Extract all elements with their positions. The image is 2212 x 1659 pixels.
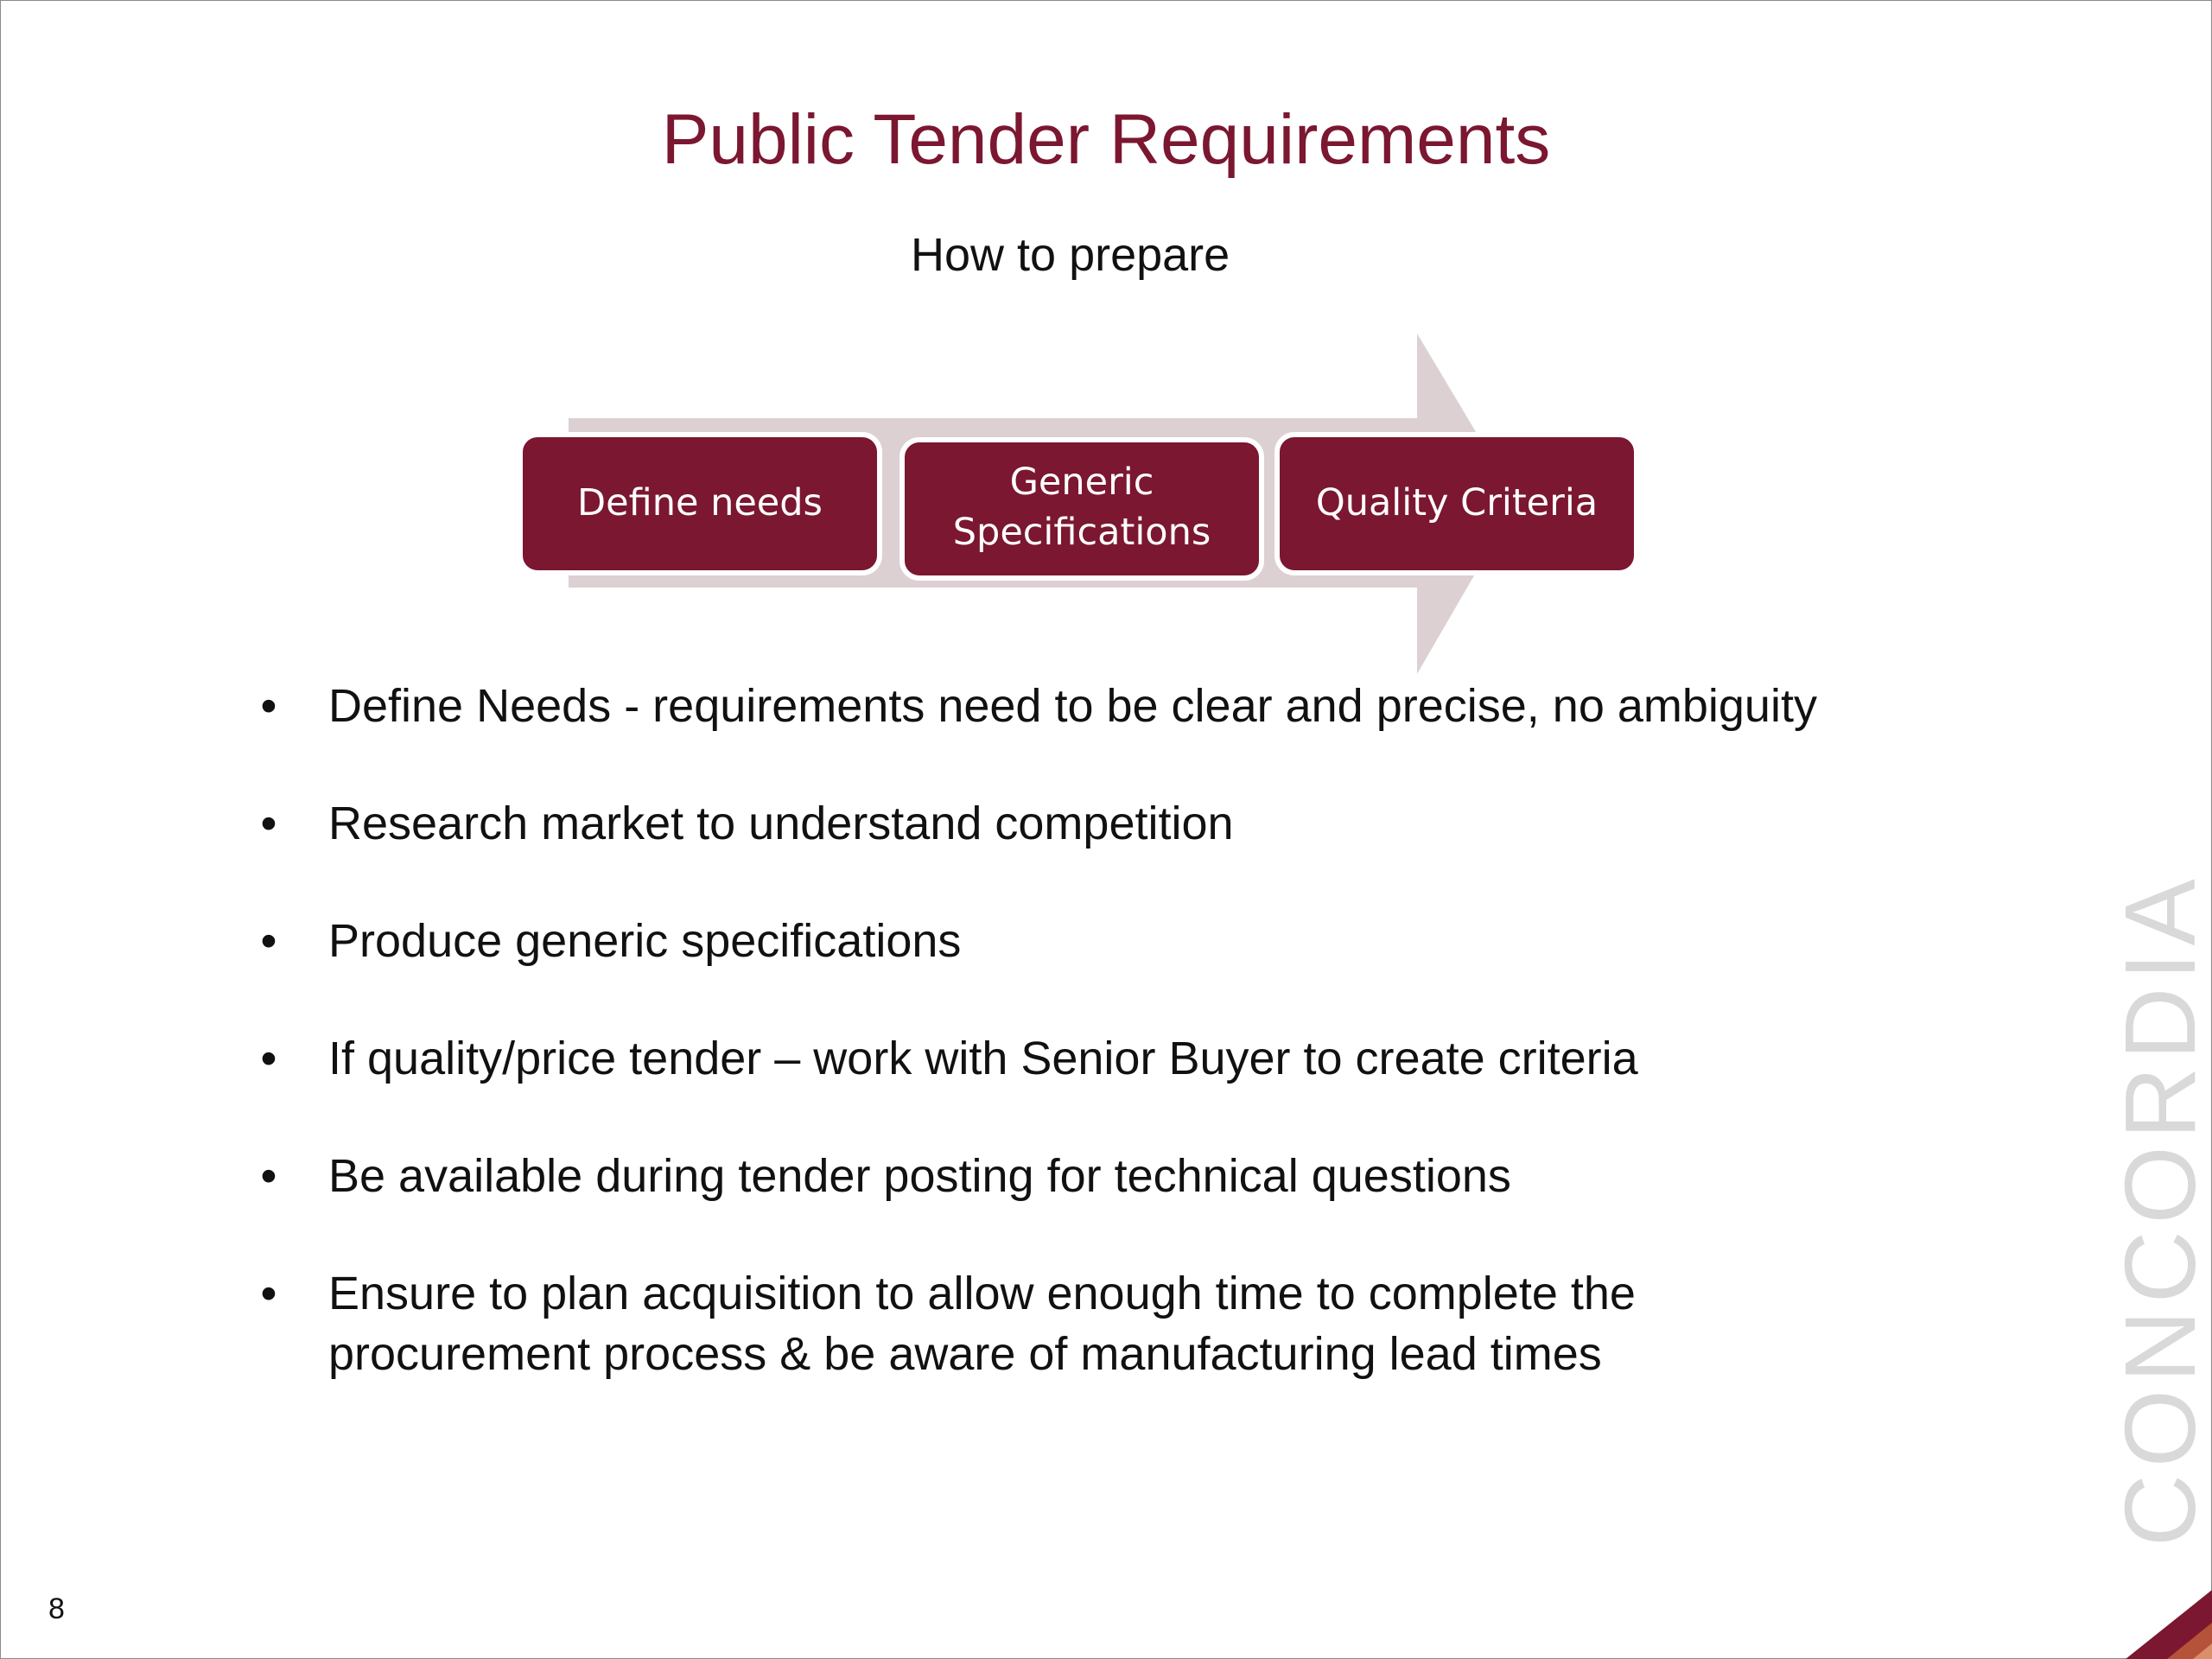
process-step-label: Quality Criteria — [1316, 481, 1598, 524]
bullet-text: Define Needs - requirements need to be c… — [328, 680, 1817, 732]
bullet-text: If quality/price tender – work with Seni… — [328, 1033, 1638, 1084]
process-step-label: Generic — [1010, 461, 1154, 504]
process-step-define-needs[interactable]: Define needs — [518, 432, 882, 575]
bullet-text: Produce generic specifications — [328, 915, 962, 967]
page-number: 8 — [48, 1592, 65, 1625]
bullet-marker: • — [260, 798, 277, 849]
process-step-label: Define needs — [577, 481, 823, 524]
bullet-item: • Be available during tender posting for… — [256, 1146, 1984, 1206]
process-step-label: Specifications — [953, 511, 1211, 554]
bullet-text: Be available during tender posting for t… — [328, 1150, 1511, 1202]
bullet-item: • Ensure to plan acquisition to allow en… — [256, 1263, 1984, 1384]
process-step-generic-specifications[interactable]: Generic Specifications — [899, 437, 1264, 581]
brand-watermark: CONCORDIA — [2104, 872, 2212, 1547]
bullet-text: Ensure to plan acquisition to allow enou… — [328, 1268, 1636, 1319]
bullet-item: • Define Needs - requirements need to be… — [256, 676, 1984, 736]
bullet-marker: • — [260, 1268, 277, 1319]
slide-title: Public Tender Requirements — [661, 100, 1551, 179]
bullet-marker: • — [260, 1033, 277, 1084]
bullet-item: • Produce generic specifications — [256, 911, 1984, 971]
bullet-marker: • — [260, 915, 277, 967]
bullet-item: • Research market to understand competit… — [256, 793, 1984, 854]
slide-subtitle: How to prepare — [911, 229, 1230, 281]
bullet-marker: • — [260, 1150, 277, 1202]
bullet-text: Research market to understand competitio… — [328, 798, 1234, 849]
corner-decoration — [2126, 1590, 2212, 1659]
bullet-text-continued: procurement process & be aware of manufa… — [328, 1328, 1602, 1380]
process-step-quality-criteria[interactable]: Quality Criteria — [1274, 432, 1639, 575]
bullet-list: • Define Needs - requirements need to be… — [256, 676, 1984, 1441]
bullet-item: • If quality/price tender – work with Se… — [256, 1028, 1984, 1089]
bullet-marker: • — [260, 680, 277, 732]
